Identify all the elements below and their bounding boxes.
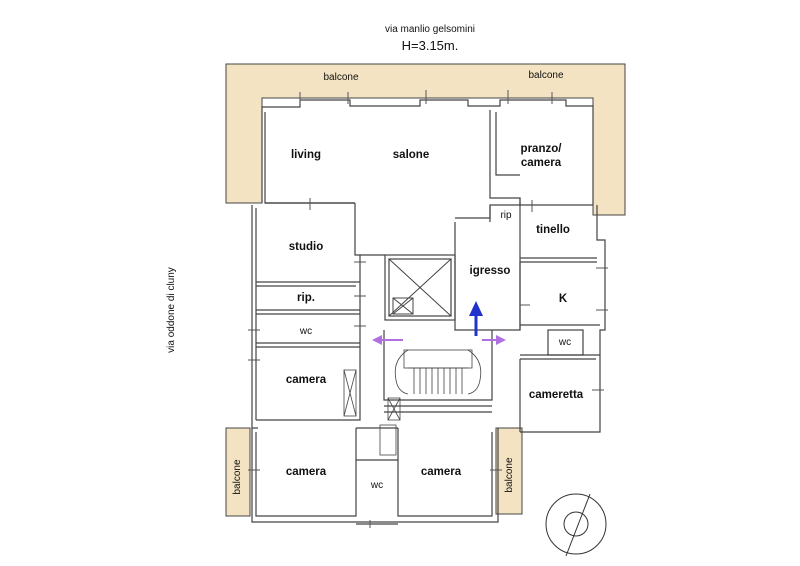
walls [251,99,606,525]
room-pranzo: pranzo/ [521,143,563,155]
balcony-right [495,427,523,515]
room-wc-left: wc [299,326,312,337]
closets [343,369,401,456]
street-name-top: via manlio gelsomini [385,24,475,35]
room-wc-bottom: wc [370,480,383,491]
room-igresso: igresso [470,265,511,277]
room-camera-bottom-right: camera [421,466,462,478]
elevator-shaft [388,258,452,317]
ceiling-height: H=3.15m. [402,38,459,53]
entrance-arrow [469,301,483,336]
balcony-label-right: balcone [504,457,515,492]
room-camera-bottom-left: camera [286,466,327,478]
balcony-label-top-right: balcone [528,70,563,81]
room-wc-right: wc [558,337,571,348]
compass-icon [545,493,607,557]
balcony-top [225,63,626,216]
room-tinello: tinello [536,224,570,236]
balcony-label-left: balcone [232,459,243,494]
right-arrow [482,335,506,345]
room-kitchen: K [559,293,568,305]
openings [248,90,608,528]
balcony-left [225,427,251,517]
room-cameretta: cameretta [529,389,584,401]
balcony-label-top-left: balcone [323,72,358,83]
room-camera-left: camera [286,374,327,386]
room-pranzo-line2: camera [521,157,562,169]
room-rip-small: rip [500,210,512,221]
room-living: living [291,149,321,161]
staircase [394,349,482,395]
street-name-left: via oddone di cluny [166,267,177,353]
left-arrow [372,335,403,345]
room-salone: salone [393,149,429,161]
room-studio: studio [289,241,324,253]
room-rip: rip. [297,292,315,304]
